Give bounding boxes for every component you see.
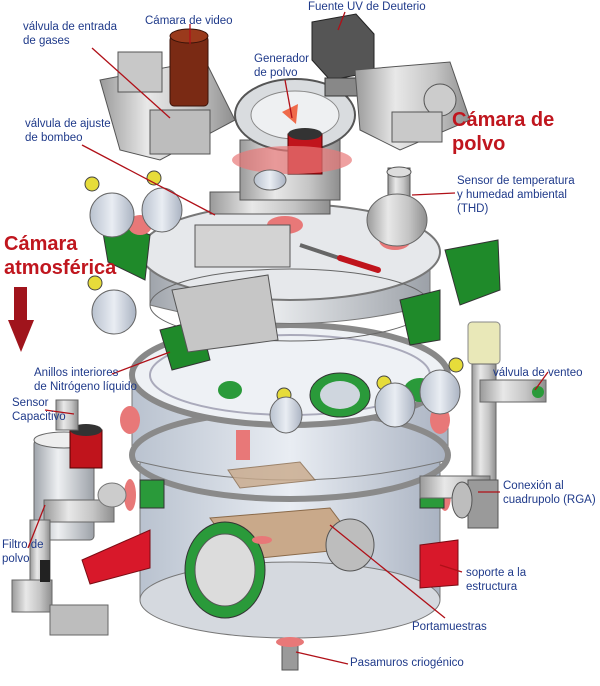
label-sample-holder: Portamuestras [412, 621, 487, 633]
leader-line-sample-holder [329, 524, 446, 619]
leader-line-pumping-valve [81, 144, 216, 216]
dust-chamber-body [84, 166, 501, 434]
label-vent-valve: válvula de venteo [493, 367, 583, 379]
right-assembly [419, 321, 547, 529]
label-cryogenic-feedthrough: Pasamuros criogénico [350, 657, 464, 669]
atmospheric-chamber-body [81, 322, 459, 671]
label-pumping-valve: válvula de ajuste de bombeo [25, 118, 111, 144]
title-dust-chamber: Cámara de polvo [452, 109, 555, 155]
label-nitrogen-rings: Anillos interiores de Nitrógeno líquido [34, 367, 137, 393]
leader-line-capacitive-sensor [44, 409, 75, 415]
label-rga-connection: Conexión al cuadrupolo (RGA) [503, 480, 596, 506]
leader-line-nitrogen-rings [111, 351, 171, 375]
leader-line-vent-valve [534, 371, 549, 391]
gauge-heads [84, 170, 464, 434]
leader-line-thd-sensor [411, 192, 456, 196]
left-sensor-assembly [11, 399, 127, 636]
label-dust-generator: Generador de polvo [254, 53, 309, 79]
top-assemblies [99, 13, 471, 201]
leader-line-cryogenic-feedthrough [295, 651, 349, 665]
label-structure-support: soporte a la estructura [466, 567, 527, 593]
label-uv-source: Fuente UV de Deuterio [308, 1, 426, 13]
down-arrow-icon [8, 287, 34, 352]
label-capacitive-sensor: Sensor Capacitivo [12, 397, 66, 423]
leader-line-dust-filter [27, 504, 46, 549]
label-video-camera: Cámara de video [145, 15, 233, 27]
label-gas-inlet-valve: válvula de entrada de gases [23, 21, 117, 47]
label-dust-filter: Filtro de polvo [2, 539, 44, 565]
leader-lines [27, 11, 549, 665]
label-thd-sensor: Sensor de temperatura y humedad ambienta… [457, 175, 575, 215]
title-atmospheric-chamber: Cámara atmosférica [4, 233, 117, 279]
leader-line-uv-source [337, 11, 346, 31]
leader-line-structure-support [439, 564, 463, 573]
leader-line-dust-generator [284, 79, 293, 119]
leader-line-gas-inlet-valve [91, 47, 171, 119]
